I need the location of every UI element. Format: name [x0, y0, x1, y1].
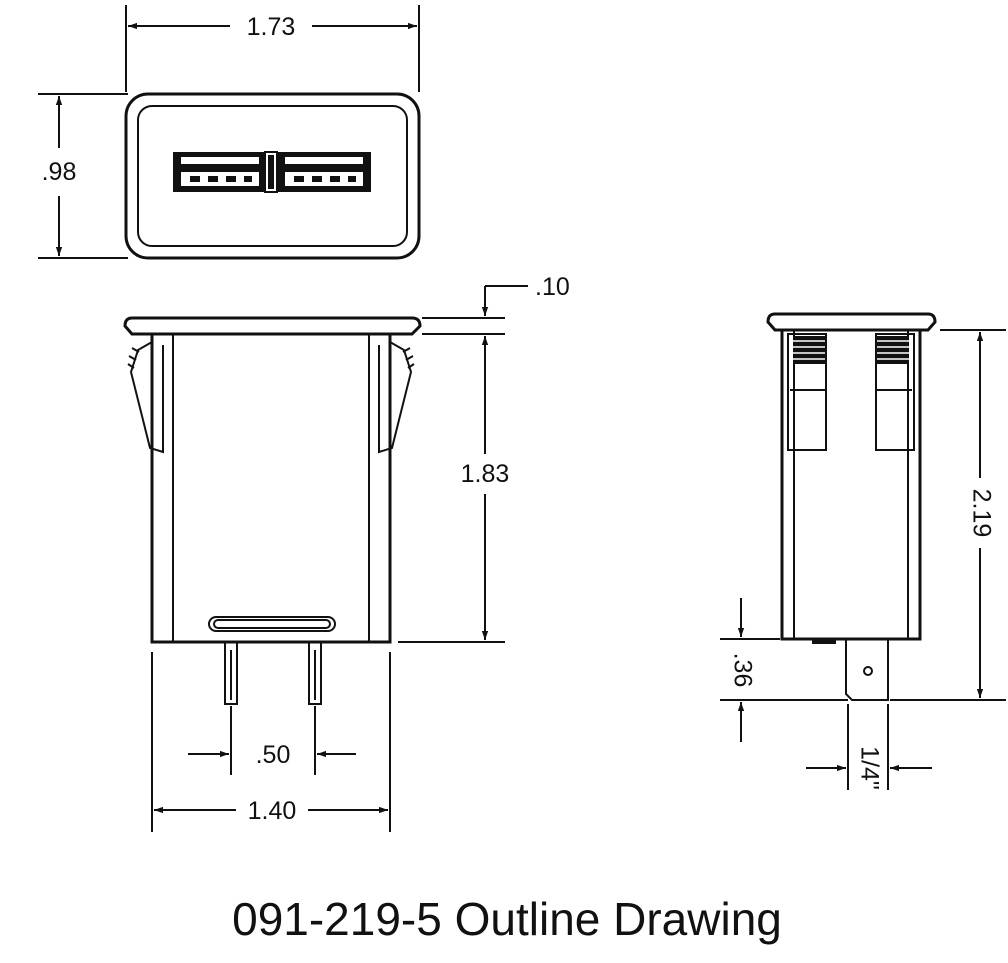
top-view [124, 92, 421, 260]
terminal-left [224, 641, 238, 705]
side-view [766, 312, 937, 701]
dim-overall-height-label: 2.19 [967, 489, 995, 538]
usb-port-right-icon [277, 152, 371, 192]
dim-flange-thickness-label: .10 [535, 273, 570, 301]
dim-terminal-length: .36 [720, 598, 848, 742]
terminal-right [308, 641, 322, 705]
dim-overall-height: 2.19 [890, 329, 1006, 701]
dim-top-height-label: .98 [42, 158, 77, 186]
dim-terminal-spacing-label: .50 [256, 741, 291, 769]
dim-body-height: 1.83 [398, 336, 510, 643]
usb-port-left-icon [173, 152, 265, 192]
dim-top-width-label: 1.73 [247, 13, 296, 41]
dim-body-width-label: 1.40 [248, 797, 297, 825]
dim-flange-thickness: .10 [422, 273, 570, 335]
dim-body-height-label: 1.83 [461, 460, 510, 488]
dim-body-width: 1.40 [151, 652, 391, 832]
drawing-title: 091-219-5 Outline Drawing [232, 893, 782, 945]
front-view [123, 316, 422, 705]
dim-terminal-length-label: .36 [728, 653, 756, 688]
dim-terminal-width-label: 1/4" [855, 746, 883, 790]
dim-top-height: .98 [38, 93, 128, 259]
dim-terminal-spacing: .50 [188, 706, 356, 775]
dim-top-width: 1.73 [125, 5, 420, 92]
dim-terminal-width: 1/4" [806, 704, 932, 790]
